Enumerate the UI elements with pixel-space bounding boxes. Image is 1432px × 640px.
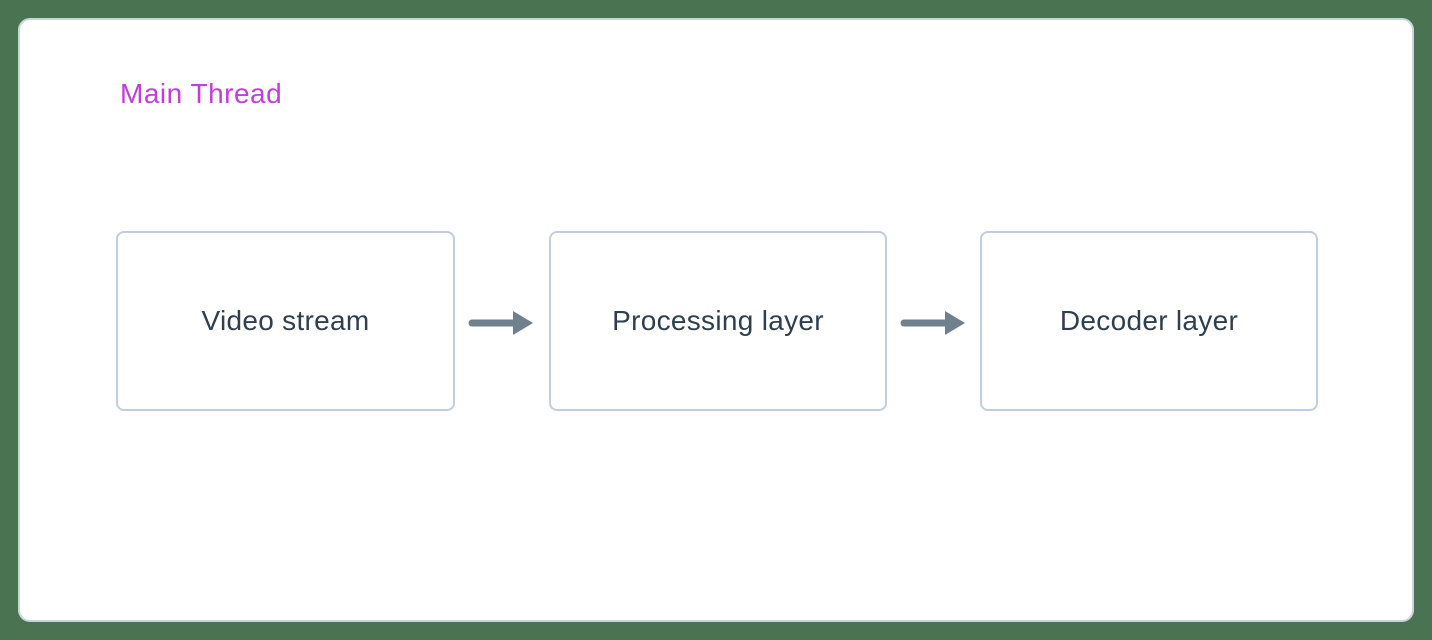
diagram-title: Main Thread [120, 78, 283, 109]
node-processing-layer-label: Processing layer [612, 305, 824, 336]
node-processing-layer: Processing layer [549, 231, 887, 411]
main-thread-panel: Main Thread Video stream Processing laye… [18, 18, 1414, 622]
node-video-stream: Video stream [116, 231, 455, 411]
node-decoder-layer: Decoder layer [980, 231, 1318, 411]
right-arrow-icon [900, 311, 965, 335]
right-arrow-icon [468, 311, 533, 335]
node-decoder-layer-label: Decoder layer [1059, 305, 1239, 336]
node-video-stream-label: Video stream [201, 305, 370, 336]
